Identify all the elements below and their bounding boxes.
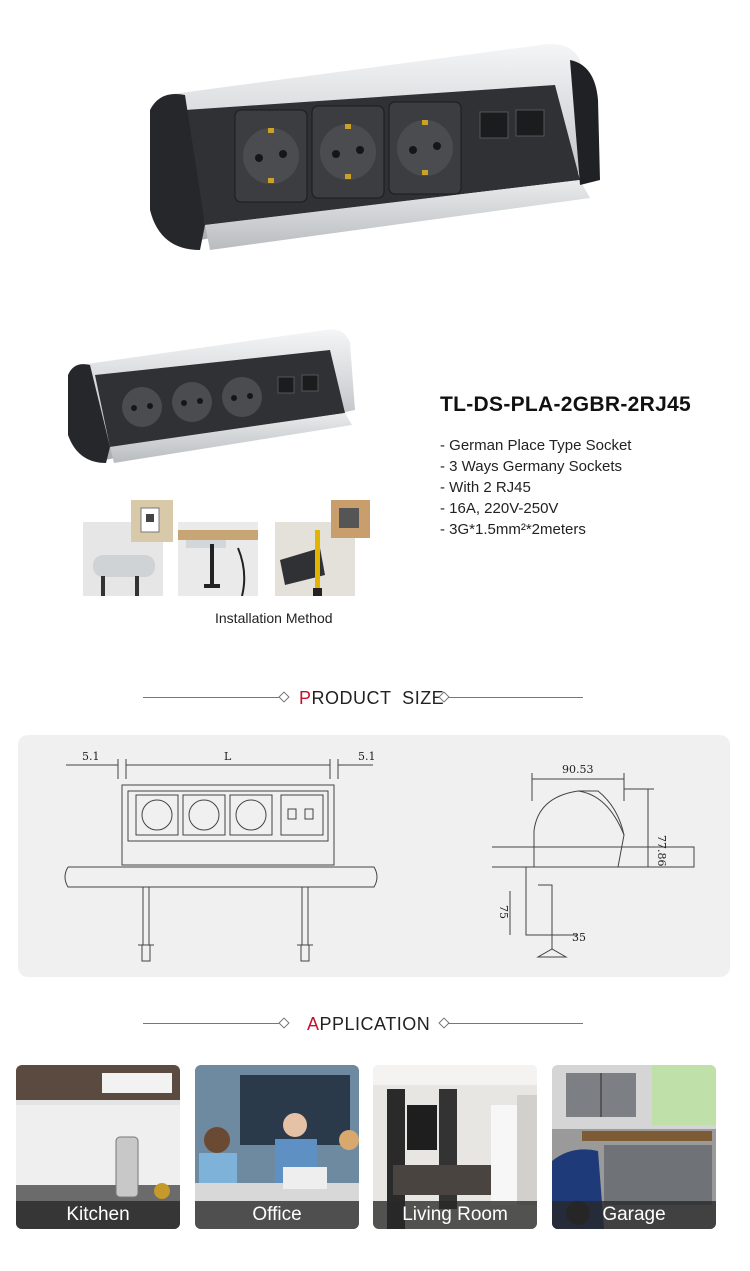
dim-height: 77.86 bbox=[655, 835, 668, 867]
application-card-living-room[interactable]: Living Room bbox=[373, 1065, 537, 1229]
spec-item: - 3G*1.5mm²*2meters bbox=[440, 521, 586, 538]
dim-length: L bbox=[224, 750, 232, 763]
spec-item: - 3 Ways Germany Sockets bbox=[440, 458, 622, 475]
diamond-icon bbox=[278, 1017, 290, 1029]
spec-item: - 16A, 220V-250V bbox=[440, 500, 559, 517]
dim-depth: 90.53 bbox=[562, 763, 594, 776]
divider-line bbox=[143, 697, 283, 698]
dim-right-margin: 5.1 bbox=[358, 750, 376, 763]
model-number: TL-DS-PLA-2GBR-2RJ45 bbox=[440, 393, 692, 416]
section-title-application: APPLICATION bbox=[307, 1014, 431, 1034]
application-label: Office bbox=[195, 1201, 359, 1229]
dim-left-margin: 5.1 bbox=[82, 750, 100, 763]
application-card-office[interactable]: Office bbox=[195, 1065, 359, 1229]
application-label: Kitchen bbox=[16, 1201, 180, 1229]
spec-list: - German Place Type Socket - 3 Ways Germ… bbox=[440, 435, 631, 540]
spec-item: - German Place Type Socket bbox=[440, 437, 632, 454]
installation-caption: Installation Method bbox=[215, 610, 333, 626]
divider-line bbox=[143, 1023, 283, 1024]
application-label: Garage bbox=[552, 1201, 716, 1229]
section-title-product-size: PRODUCT SIZE bbox=[299, 688, 445, 708]
application-label: Living Room bbox=[373, 1201, 537, 1229]
application-card-garage[interactable]: Garage bbox=[552, 1065, 716, 1229]
diamond-icon bbox=[278, 691, 290, 703]
dimension-drawing-panel: 5.1 L 5.1 90.53 77.86 75 35 bbox=[18, 735, 730, 977]
divider-line bbox=[448, 1023, 583, 1024]
product-side-image bbox=[68, 329, 355, 463]
dimension-drawing: 5.1 L 5.1 90.53 77.86 75 35 bbox=[64, 750, 695, 962]
divider-line bbox=[448, 697, 583, 698]
dim-clamp-width: 35 bbox=[572, 931, 586, 944]
installation-photo-2 bbox=[178, 522, 258, 596]
installation-photo-3 bbox=[275, 500, 370, 596]
application-card-kitchen[interactable]: Kitchen bbox=[16, 1065, 180, 1229]
spec-item: - With 2 RJ45 bbox=[440, 479, 531, 496]
dim-clamp-height: 75 bbox=[497, 905, 510, 919]
installation-photo-1 bbox=[83, 500, 173, 596]
hero-product-image bbox=[150, 44, 600, 250]
